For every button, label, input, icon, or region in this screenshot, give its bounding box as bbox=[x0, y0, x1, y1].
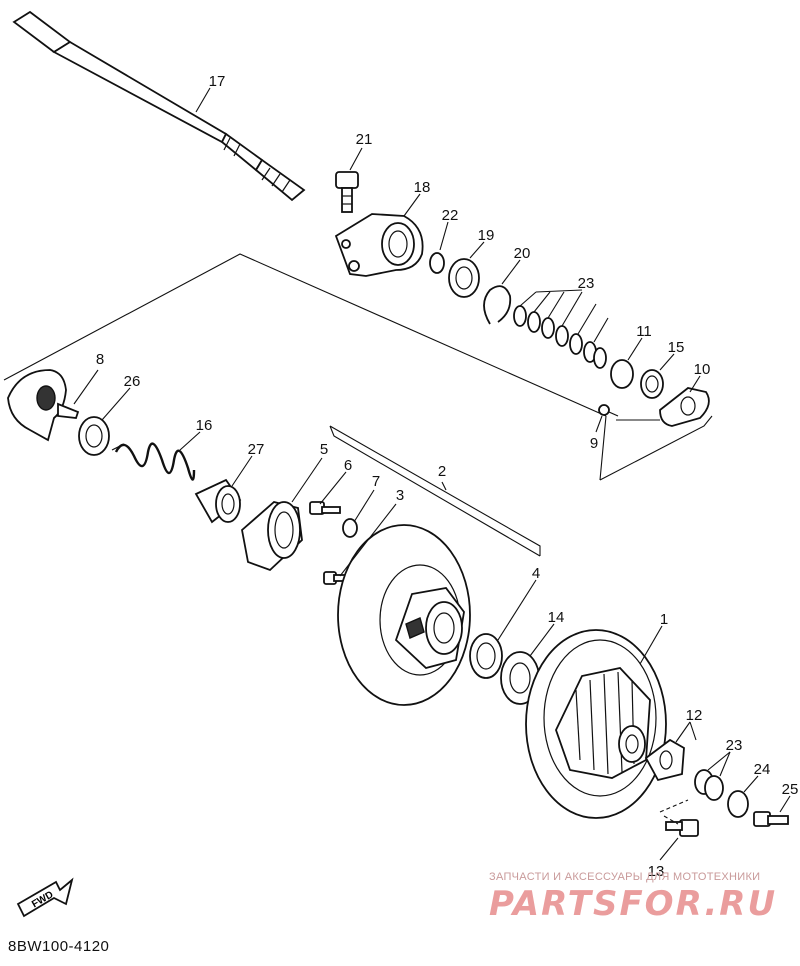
bearing-housing-part bbox=[334, 213, 424, 277]
washer-15-part bbox=[640, 369, 664, 399]
snap-ring-20-part bbox=[483, 285, 512, 325]
bolt-21-part bbox=[335, 171, 359, 213]
callout-labels: 17 21 18 22 19 20 23 11 15 10 9 8 26 16 … bbox=[96, 73, 799, 880]
watermark-tagline: ЗАПЧАСТИ И АКСЕССУАРЫ ДЛЯ МОТОТЕХНИКИ bbox=[489, 871, 761, 883]
callout-17: 17 bbox=[209, 73, 226, 90]
callout-27: 27 bbox=[248, 441, 265, 458]
callout-19: 19 bbox=[478, 227, 495, 244]
bearing-4-part bbox=[469, 633, 503, 679]
washer-7-part bbox=[342, 518, 358, 538]
callout-18: 18 bbox=[414, 179, 431, 196]
callout-12: 12 bbox=[686, 707, 703, 724]
bearing-5-part bbox=[241, 501, 303, 572]
bolt-13-part bbox=[665, 819, 699, 837]
callout-15: 15 bbox=[668, 339, 685, 356]
bolt-25-part bbox=[753, 811, 789, 827]
shim-11-part bbox=[610, 359, 634, 389]
fwd-label: FWD bbox=[30, 889, 55, 910]
bolt-3-part bbox=[323, 571, 347, 585]
spring-16-part bbox=[111, 442, 196, 481]
brake-disc-2-part bbox=[337, 524, 471, 706]
callout-6: 6 bbox=[344, 457, 352, 474]
callout-25: 25 bbox=[782, 781, 799, 798]
watermark-logo: PARTSFOR.RU bbox=[489, 884, 778, 924]
callout-1: 1 bbox=[660, 611, 668, 628]
bearing-19-part bbox=[448, 258, 480, 298]
ring-gear-1-part bbox=[525, 629, 667, 819]
callout-20: 20 bbox=[514, 245, 531, 262]
callout-2: 2 bbox=[438, 463, 446, 480]
callout-26: 26 bbox=[124, 373, 141, 390]
callout-11: 11 bbox=[636, 323, 652, 340]
assembly-outline-lower bbox=[329, 425, 541, 557]
callout-22: 22 bbox=[442, 207, 459, 224]
washer-24-part bbox=[727, 790, 749, 818]
dashed-guide-13 bbox=[659, 799, 689, 825]
callout-3: 3 bbox=[396, 487, 404, 504]
shim-set-23-upper-part bbox=[513, 305, 607, 369]
callout-7: 7 bbox=[372, 473, 380, 490]
collar-27-part bbox=[194, 478, 242, 524]
bolt-6-part bbox=[309, 501, 341, 515]
drive-shaft-part bbox=[12, 10, 306, 202]
callout-5: 5 bbox=[320, 441, 328, 458]
leader-lines bbox=[73, 87, 791, 861]
callout-24: 24 bbox=[754, 761, 771, 778]
diagram-part-code: 8BW100-4120 bbox=[8, 938, 110, 955]
callout-23-upper: 23 bbox=[578, 275, 595, 292]
plate-10-part bbox=[659, 387, 710, 427]
callout-10: 10 bbox=[694, 361, 711, 378]
callout-4: 4 bbox=[532, 565, 540, 582]
callout-13: 13 bbox=[648, 863, 665, 880]
shim-set-23-lower-part bbox=[694, 769, 724, 801]
washer-26-part bbox=[78, 416, 110, 456]
circlip-22-part bbox=[429, 252, 445, 274]
callout-23-lower: 23 bbox=[726, 737, 743, 754]
forward-direction-arrow-icon: FWD bbox=[16, 877, 74, 918]
bracket-8-part bbox=[7, 369, 80, 442]
callout-16: 16 bbox=[196, 417, 213, 434]
callout-14: 14 bbox=[548, 609, 565, 626]
assembly-outline-upper bbox=[3, 253, 713, 481]
shim-12-part bbox=[644, 738, 685, 782]
callout-8: 8 bbox=[96, 351, 104, 368]
callout-21: 21 bbox=[356, 131, 373, 148]
callout-9: 9 bbox=[590, 435, 598, 452]
